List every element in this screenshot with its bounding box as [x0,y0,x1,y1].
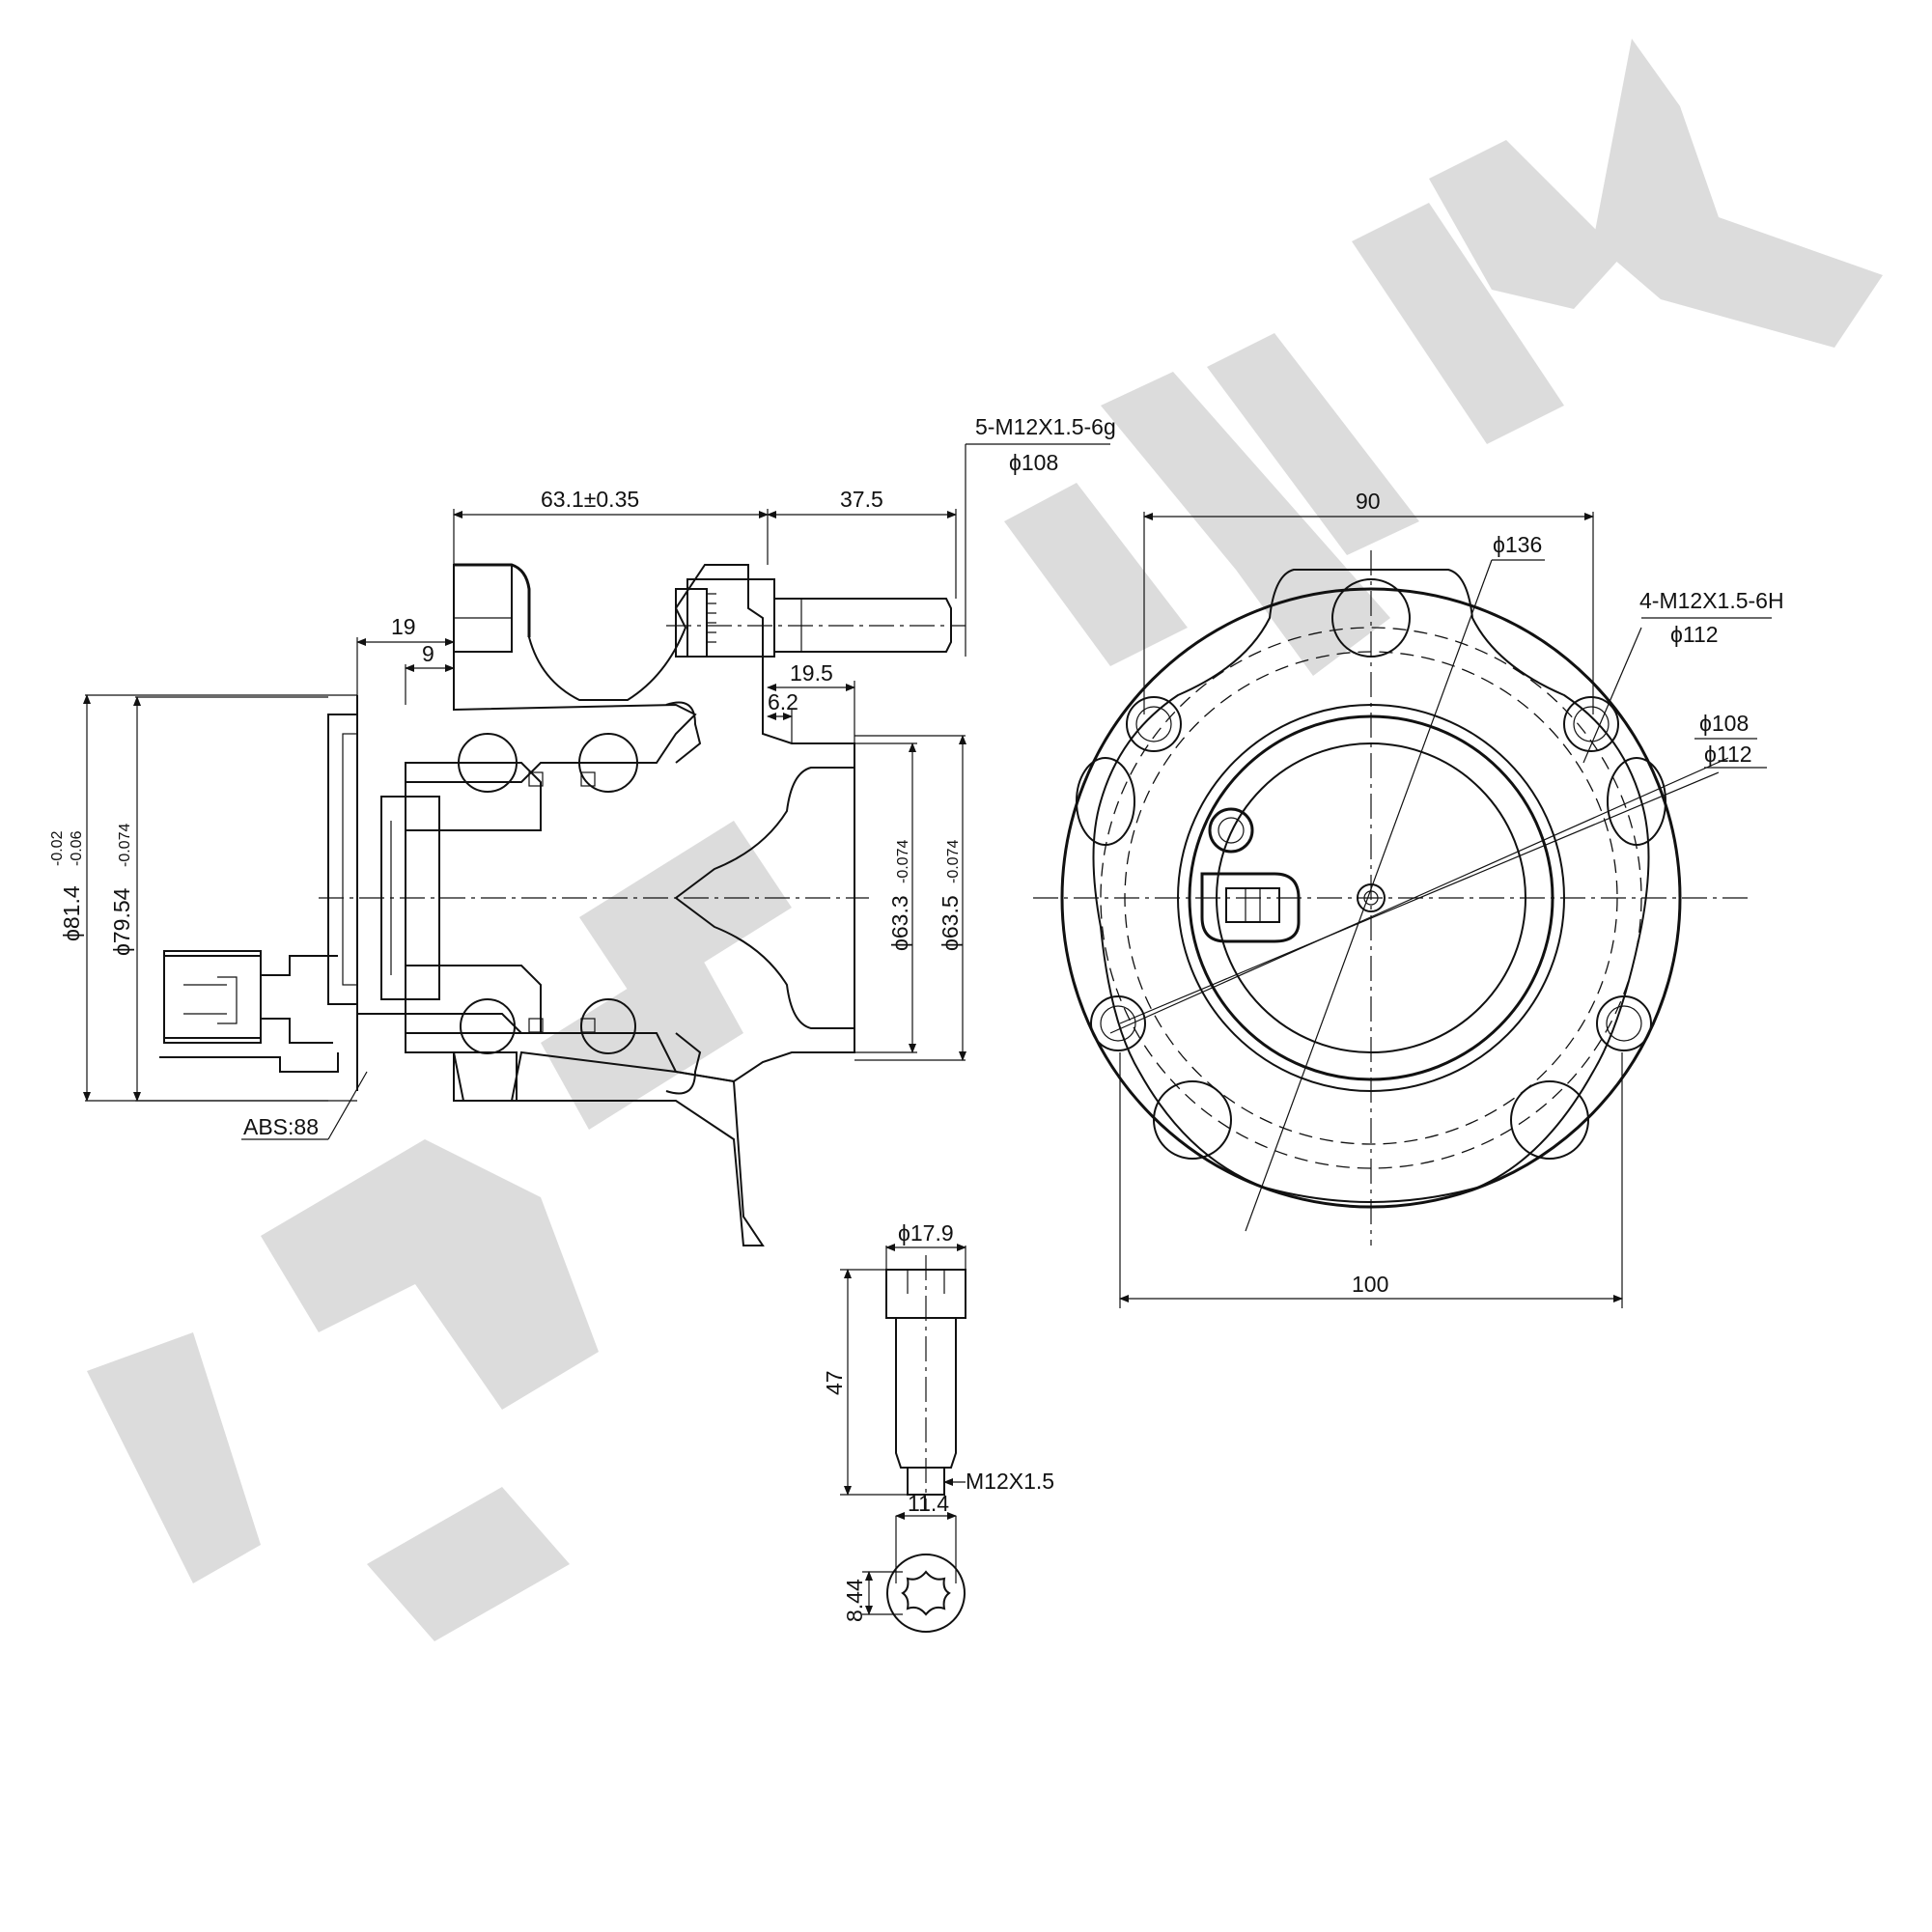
dim-19: 19 [391,614,416,639]
ball-top-right [578,733,638,793]
bolt-detail: ϕ17.9 47 M12X1.5 11.4 8.44 [822,1220,1054,1633]
dim-bolt-head: ϕ17.9 [898,1220,954,1246]
torx-drive [901,1570,951,1616]
dim-100: 100 [1352,1272,1388,1297]
flange-top [453,564,513,653]
callout-stud-pcd: ϕ108 [1009,450,1058,475]
dim-9: 9 [422,641,434,666]
ball-top-left [458,733,518,793]
center-boss [1357,883,1386,912]
dim-63-1: 63.1±0.35 [541,487,639,512]
dim-drive-height: 8.44 [842,1579,867,1622]
wheel-stud [666,578,966,658]
dim-63-5-tol: -0.074 [945,840,962,883]
abs-sensor-front [1200,807,1301,943]
dim-37-5: 37.5 [840,487,883,512]
dim-81-4-lower: -0.06 [69,830,85,866]
dim-112: ϕ112 [1704,742,1752,767]
side-section-view: 63.1±0.35 37.5 5-M12X1.5-6g ϕ108 19 9 19… [49,414,1116,1246]
dim-6-2: 6.2 [768,689,798,714]
ball-bottom-left [460,998,516,1054]
inner-ring [405,762,542,831]
hub-lower-section [357,1013,765,1246]
callout-stud-thread: 5-M12X1.5-6g [975,414,1116,439]
dim-bolt-length: 47 [822,1370,847,1395]
dim-abs: ABS:88 [243,1114,319,1139]
dim-bolt-thread: M12X1.5 [966,1469,1054,1494]
outer-flange [1060,587,1682,1209]
dim-63-3-tol: -0.074 [895,840,911,883]
dim-136: ϕ136 [1493,532,1542,557]
bolt-holes [1076,578,1666,1160]
dim-63-3: ϕ63.3 [887,895,912,951]
front-view: 90 100 ϕ136 4-M12X1.5-6H ϕ112 ϕ108 ϕ112 [1033,489,1784,1308]
dim-holes-pcd: ϕ112 [1670,622,1719,647]
dim-79-54: ϕ79.54 [109,887,134,956]
dim-63-5: ϕ63.5 [938,895,963,951]
dim-19-5: 19.5 [790,660,833,686]
dim-79-54-tol: -0.074 [117,824,133,867]
hub-bore [674,767,855,1029]
dim-holes-thread: 4-M12X1.5-6H [1639,588,1784,613]
watermark [87,39,1883,1641]
pilot-outer [1177,704,1565,1092]
dim-81-4-upper: -0.02 [49,830,66,866]
side-dimensions: 63.1±0.35 37.5 5-M12X1.5-6g ϕ108 19 9 19… [49,414,1116,1140]
dim-drive-width: 11.4 [908,1491,949,1516]
dim-108: ϕ108 [1699,711,1749,736]
dim-90: 90 [1356,489,1381,514]
dim-81-4: ϕ81.4 [59,885,84,941]
abs-connector [163,955,262,1039]
